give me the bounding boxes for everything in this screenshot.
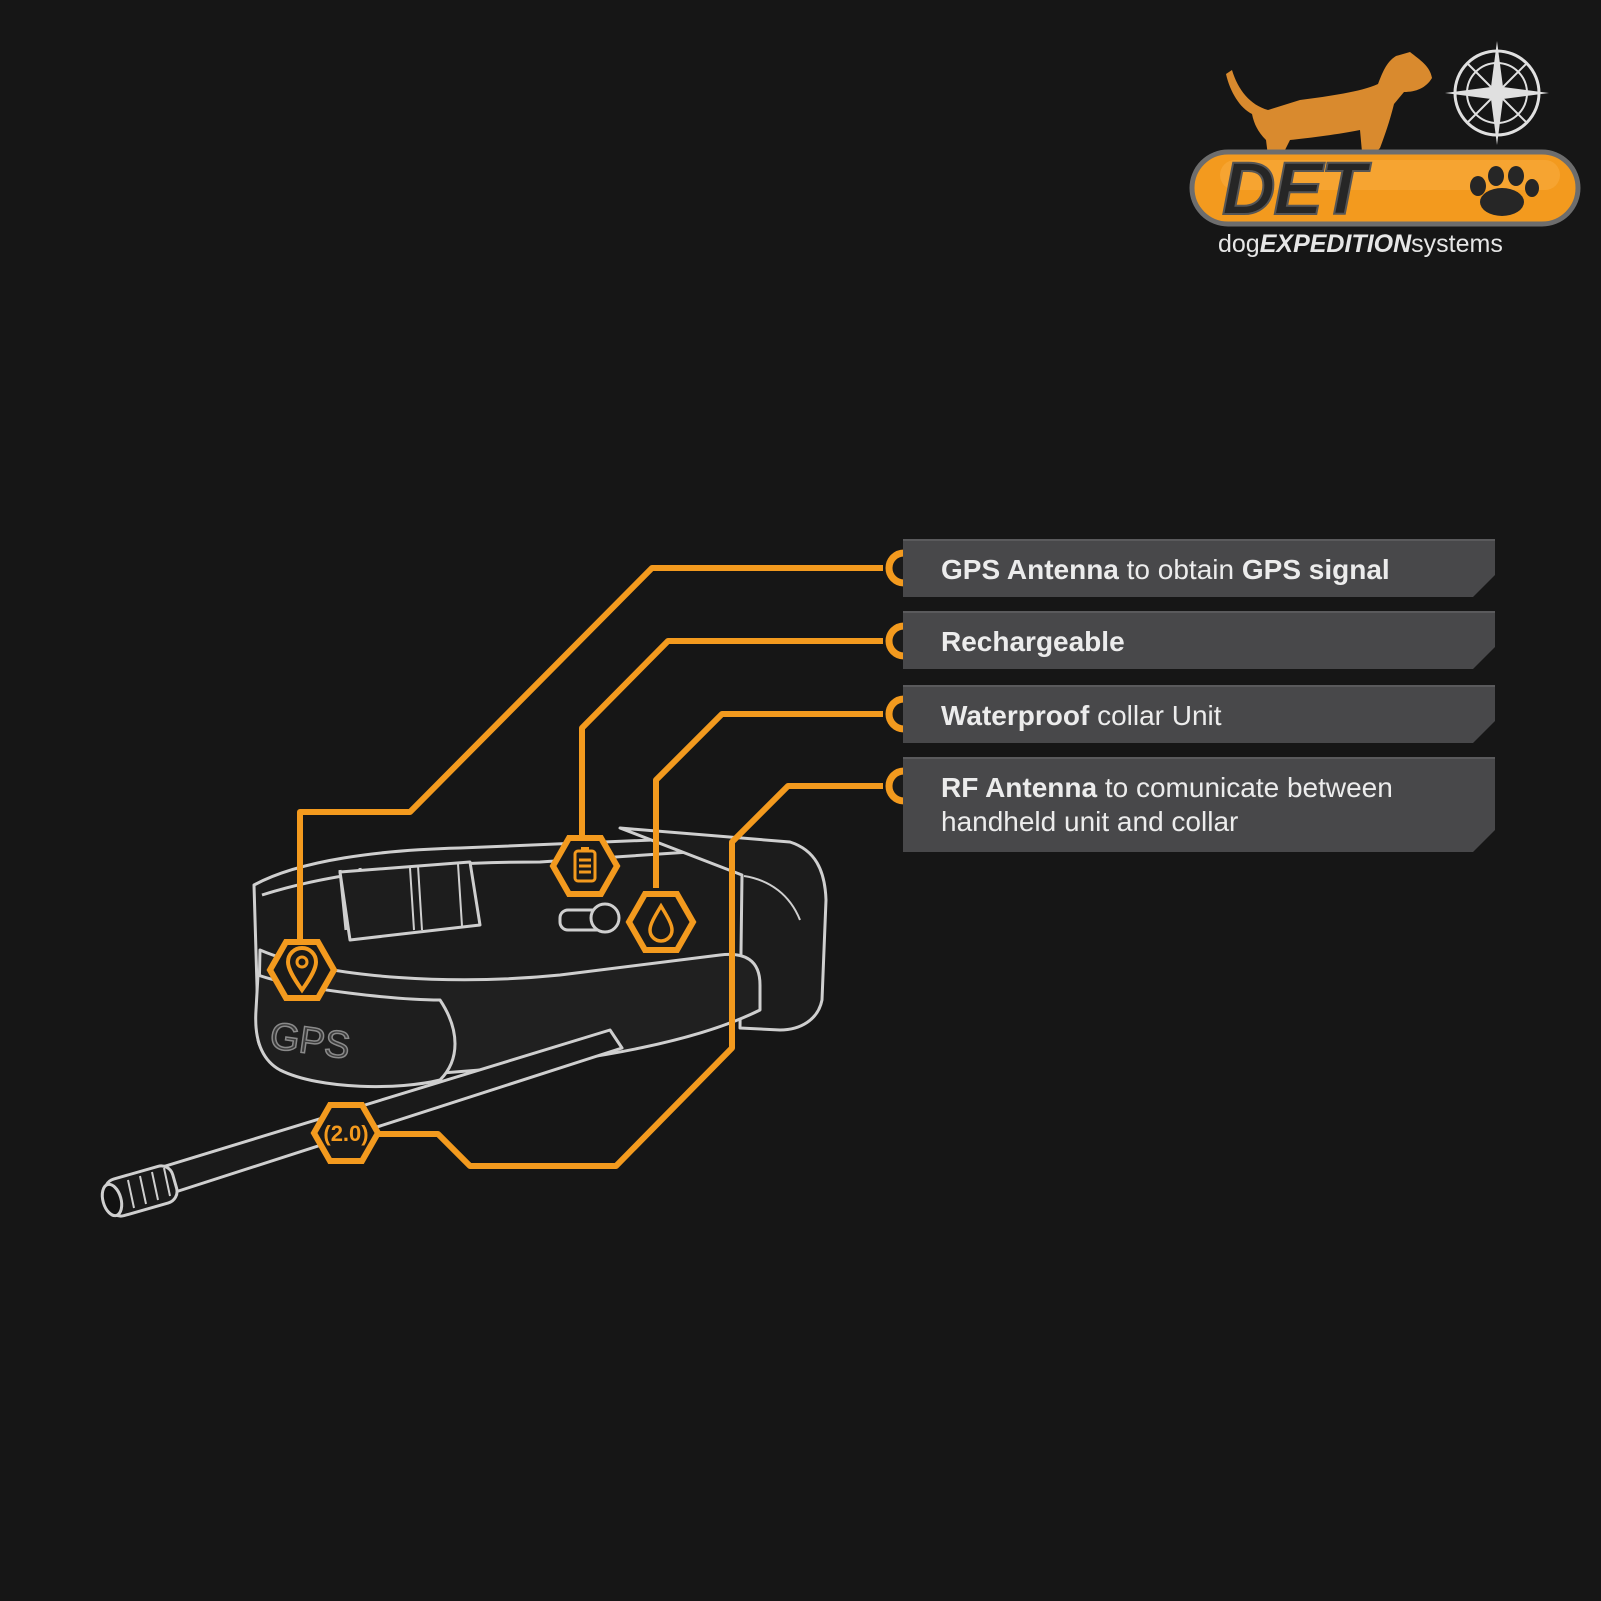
connector-rf xyxy=(370,783,883,1169)
connector-gps xyxy=(297,565,883,952)
battery-icon xyxy=(549,835,621,897)
callout-waterproof-bold: Waterproof xyxy=(941,700,1090,731)
callout-waterproof-text: collar Unit xyxy=(1089,700,1222,731)
callout-rechargeable-bold: Rechargeable xyxy=(941,626,1125,657)
brand-name-bold: EXPEDITION xyxy=(1259,230,1412,258)
callout-gps-bold-b: GPS signal xyxy=(1241,554,1390,585)
rf-signal-icon xyxy=(310,1102,382,1164)
rf-badge-label: (2.0) xyxy=(323,1121,368,1146)
callout-rf-text: to comunicate between xyxy=(1097,772,1393,803)
callout-rf-line2: handheld unit and collar xyxy=(941,806,1239,837)
logo-letters: DET xyxy=(1222,147,1372,230)
callout-gps-antenna: GPS Antenna to obtain GPS signal xyxy=(903,539,1495,597)
callout-rf-antenna: RF Antenna to comunicate between handhel… xyxy=(903,757,1495,852)
brand-name-suffix: systems xyxy=(1411,230,1503,258)
callout-connectors xyxy=(297,565,883,1169)
callout-gps-text: to obtain xyxy=(1118,554,1242,585)
compass-icon xyxy=(1445,41,1549,145)
callout-rf-bold: RF Antenna xyxy=(941,772,1098,803)
water-drop-icon xyxy=(625,891,697,953)
paw-print-icon xyxy=(1470,166,1539,216)
callout-gps-bold-a: GPS Antenna xyxy=(941,554,1119,585)
callout-rechargeable: Rechargeable xyxy=(903,611,1495,669)
brand-name: dogEXPEDITIONsystems xyxy=(1218,230,1503,259)
brand-name-prefix: dog xyxy=(1218,230,1260,258)
gps-housing xyxy=(254,973,457,1089)
brand-logo: DET xyxy=(1189,41,1581,231)
connector-waterproof xyxy=(653,711,883,888)
connector-rechargeable xyxy=(579,638,883,840)
dog-silhouette-icon xyxy=(1226,52,1432,156)
collar-device xyxy=(100,826,828,1218)
location-pin-icon xyxy=(266,939,338,1001)
callout-waterproof: Waterproof collar Unit xyxy=(903,685,1495,743)
